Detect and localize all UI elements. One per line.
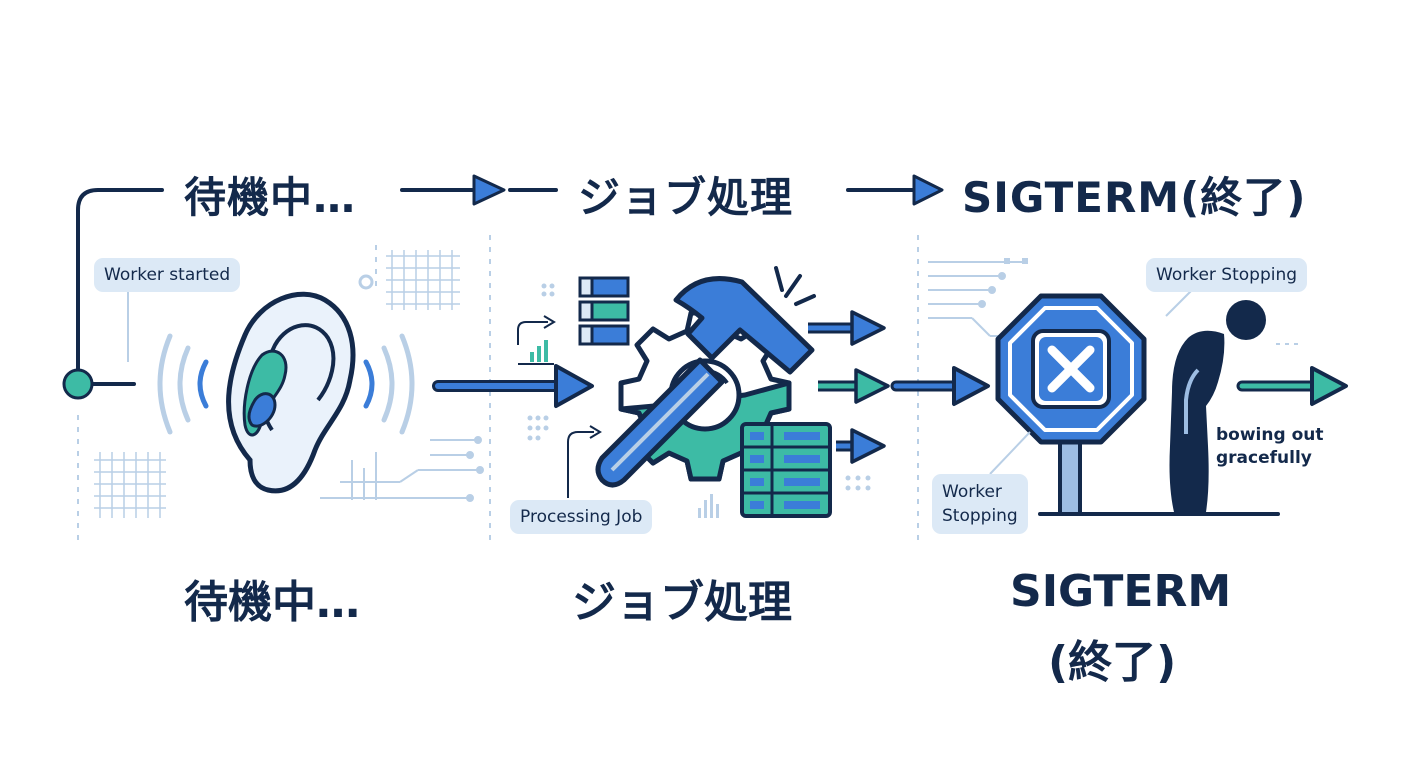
- processing-leader-arrowhead: [589, 425, 602, 439]
- stage1-title: 待機中…: [184, 173, 357, 222]
- stage2-caption: ジョブ処理: [572, 577, 792, 628]
- mini-bars-bottom: [698, 494, 719, 518]
- top-arrowhead-2: [912, 174, 944, 206]
- processing-job-label: Processing Job: [510, 500, 653, 534]
- ear-icon: [226, 291, 356, 494]
- worker-started-label: Worker started: [94, 258, 241, 292]
- stop-sign-pole: [1058, 436, 1082, 516]
- worker-stopping-leader: [989, 431, 1031, 475]
- worker-stopping-sign-label: Worker Stopping: [932, 474, 1028, 534]
- flow-arrow-2: [890, 366, 990, 406]
- stage3-title: SIGTERM(終了): [962, 173, 1307, 222]
- dot-cluster: [527, 283, 871, 491]
- worker-stopping-top-label: Worker Stopping: [1146, 258, 1308, 292]
- mini-bar-chart-icon: [517, 315, 556, 365]
- stage2-title: ジョブ処理: [578, 173, 794, 222]
- stage3-caption-line1: SIGTERM: [1010, 566, 1232, 617]
- task-stack-icon: [578, 276, 630, 346]
- dashed-separators: [77, 235, 919, 540]
- sound-waves-icon: [157, 333, 415, 435]
- stage3-caption-line2: (終了): [1048, 637, 1177, 688]
- stop-sign-icon: [995, 293, 1147, 445]
- exit-arrow: [1236, 366, 1348, 406]
- flow-arrow-1: [432, 364, 594, 408]
- grid-decoration-left: [94, 452, 166, 518]
- grid-decoration-top: [386, 250, 460, 310]
- circuit-lines-left: [320, 436, 484, 502]
- impact-lines: [774, 266, 816, 306]
- output-arrows: [808, 310, 890, 464]
- start-node: [62, 368, 94, 400]
- worker-stopping-top-leader: [1165, 289, 1193, 317]
- server-rack-icon: [740, 422, 832, 518]
- stage1-caption: 待機中…: [184, 577, 360, 628]
- dot-decoration: [358, 274, 374, 290]
- hammer-icon: [595, 276, 815, 488]
- circuit-lines-right: [928, 258, 1028, 337]
- top-arrowhead-1: [472, 174, 506, 206]
- bowing-person-icon: [1169, 300, 1266, 512]
- processing-leader: [567, 431, 594, 498]
- bowing-out-label: bowing out gracefully: [1216, 425, 1324, 468]
